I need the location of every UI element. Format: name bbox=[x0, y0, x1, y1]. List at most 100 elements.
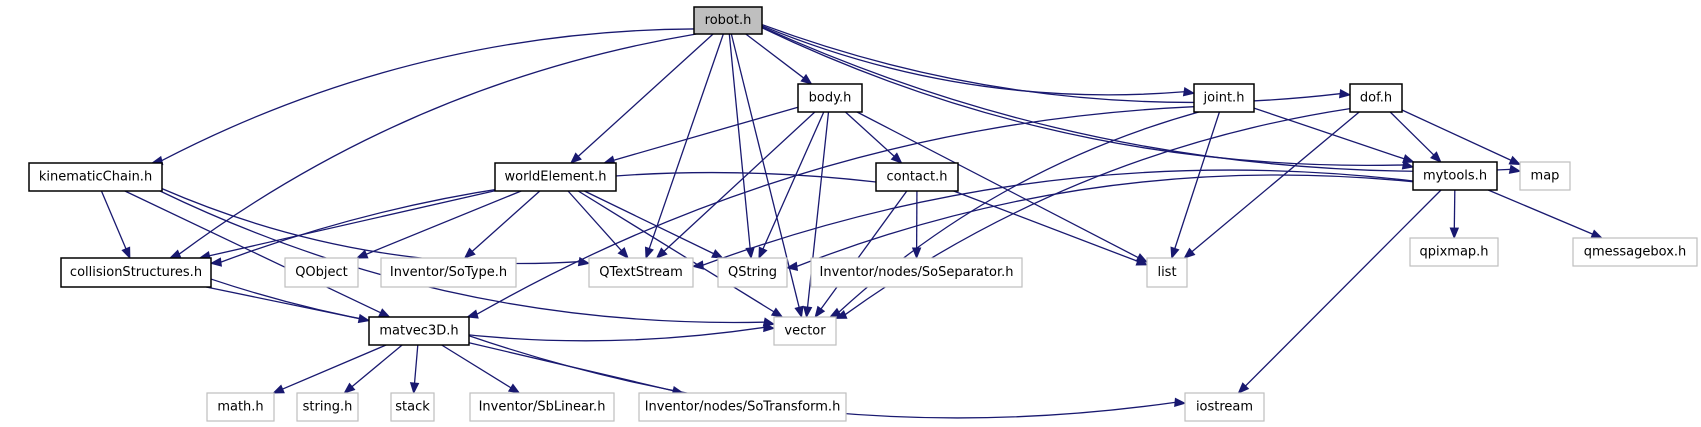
edge-contact-to-vector bbox=[814, 190, 908, 319]
node-mytools[interactable]: mytools.h bbox=[1412, 161, 1498, 191]
node-label: math.h bbox=[217, 400, 263, 415]
arrowhead-icon bbox=[569, 152, 582, 164]
node-qmessagebox: qmessagebox.h bbox=[1572, 237, 1698, 267]
node-SoSeparator: Inventor/nodes/SoSeparator.h bbox=[810, 257, 1023, 288]
edge-line bbox=[577, 190, 775, 313]
edge-line bbox=[282, 344, 387, 390]
arrowhead-icon bbox=[1508, 164, 1522, 174]
arrowhead-icon bbox=[770, 307, 784, 318]
edge-line bbox=[159, 190, 765, 324]
node-label: joint.h bbox=[1203, 91, 1245, 106]
node-label: matvec3D.h bbox=[379, 324, 458, 339]
arrowhead-icon bbox=[691, 260, 704, 270]
arrowhead-icon bbox=[378, 308, 391, 318]
edge-line bbox=[1487, 189, 1593, 235]
node-contact[interactable]: contact.h bbox=[875, 162, 959, 192]
edge-line bbox=[100, 190, 127, 250]
node-label: mytools.h bbox=[1423, 169, 1487, 184]
node-QTextStream: QTextStream bbox=[588, 257, 694, 288]
edge-line bbox=[161, 188, 580, 265]
edge-line bbox=[413, 344, 419, 384]
edge-line bbox=[366, 190, 522, 255]
arrowhead-icon bbox=[617, 247, 629, 260]
node-body[interactable]: body.h bbox=[797, 83, 863, 113]
edge-line bbox=[796, 174, 1414, 268]
node-label: stack bbox=[395, 400, 430, 415]
edge-line bbox=[584, 190, 714, 255]
edge-line bbox=[1174, 111, 1221, 249]
edge-robot-to-QTextStream bbox=[644, 33, 724, 260]
edge-dof-to-mytools bbox=[1389, 111, 1442, 163]
arrowhead-icon bbox=[828, 307, 842, 318]
node-box bbox=[717, 257, 788, 288]
node-box bbox=[1193, 83, 1255, 113]
arrowhead-icon bbox=[1430, 151, 1442, 163]
arrowhead-icon bbox=[814, 305, 826, 319]
edge-matvec3D-to-math bbox=[272, 344, 387, 394]
node-label: QObject bbox=[295, 265, 348, 280]
node-label: dof.h bbox=[1360, 91, 1392, 106]
node-box bbox=[1572, 237, 1698, 267]
node-box bbox=[693, 6, 763, 35]
node-SoTransform: Inventor/nodes/SoTransform.h bbox=[638, 392, 847, 422]
edge-kinematicChain-to-QTextStream bbox=[161, 188, 591, 267]
arrowhead-icon bbox=[834, 309, 848, 319]
node-robot[interactable]: robot.h bbox=[693, 6, 763, 35]
node-box bbox=[1349, 83, 1403, 113]
arrowhead-icon bbox=[1402, 154, 1415, 164]
edge-mytools-to-iostream bbox=[1237, 189, 1442, 394]
edge-line bbox=[1245, 189, 1442, 387]
arrowhead-icon bbox=[1590, 229, 1604, 239]
edge-robot-to-worldElement bbox=[569, 33, 714, 164]
node-collisionStructures[interactable]: collisionStructures.h bbox=[60, 257, 212, 288]
edge-body-to-vector bbox=[802, 111, 830, 319]
node-box bbox=[469, 392, 615, 422]
edge-line bbox=[820, 190, 908, 310]
node-dof[interactable]: dof.h bbox=[1349, 83, 1403, 113]
edge-line bbox=[613, 106, 799, 161]
edge-line bbox=[124, 190, 381, 314]
arrowhead-icon bbox=[1508, 155, 1522, 166]
node-worldElement[interactable]: worldElement.h bbox=[494, 162, 617, 192]
node-label: list bbox=[1157, 265, 1176, 280]
edge-body-to-QTextStream bbox=[655, 111, 816, 259]
node-label: QTextStream bbox=[599, 265, 683, 280]
arrowhead-icon bbox=[1174, 397, 1187, 408]
edge-body-to-contact bbox=[844, 111, 903, 164]
arrowhead-icon bbox=[1401, 160, 1415, 170]
edge-dof-to-map bbox=[1401, 109, 1522, 166]
edge-mytools-to-QString bbox=[785, 174, 1414, 272]
arrowhead-icon bbox=[507, 383, 521, 394]
edge-worldElement-to-vector bbox=[577, 190, 784, 318]
edge-line bbox=[663, 111, 816, 252]
node-iostream: iostream bbox=[1184, 392, 1265, 422]
node-label: vector bbox=[784, 324, 826, 339]
edge-mytools-to-qmessagebox bbox=[1487, 189, 1604, 239]
node-joint[interactable]: joint.h bbox=[1193, 83, 1255, 113]
node-label: kinematicChain.h bbox=[39, 170, 152, 185]
edge-contact-to-list bbox=[953, 190, 1149, 266]
edge-line bbox=[856, 111, 1139, 259]
arrowhead-icon bbox=[644, 246, 654, 260]
arrowhead-icon bbox=[121, 246, 131, 260]
edge-body-to-worldElement bbox=[602, 106, 799, 165]
node-string: string.h bbox=[296, 392, 359, 422]
arrowhead-icon bbox=[655, 247, 668, 259]
edge-dof-to-list bbox=[1183, 111, 1360, 259]
arrowhead-icon bbox=[168, 249, 182, 259]
edge-line bbox=[761, 26, 1511, 172]
node-SbLinear: Inventor/SbLinear.h bbox=[469, 392, 615, 422]
node-label: Inventor/nodes/SoSeparator.h bbox=[820, 265, 1014, 280]
arrowhead-icon bbox=[1182, 87, 1196, 97]
edge-robot-to-map bbox=[761, 26, 1522, 174]
node-label: QString bbox=[728, 265, 777, 280]
nodes-layer: robot.h kinematicChain.h collisionStructur… bbox=[28, 6, 1698, 422]
edge-matvec3D-to-SbLinear bbox=[441, 344, 521, 394]
node-label: string.h bbox=[303, 400, 353, 415]
node-box bbox=[797, 83, 863, 113]
node-matvec3D[interactable]: matvec3D.h bbox=[368, 316, 470, 346]
node-kinematicChain[interactable]: kinematicChain.h bbox=[28, 162, 163, 192]
edges-layer bbox=[100, 23, 1604, 419]
node-QObject: QObject bbox=[284, 257, 359, 288]
